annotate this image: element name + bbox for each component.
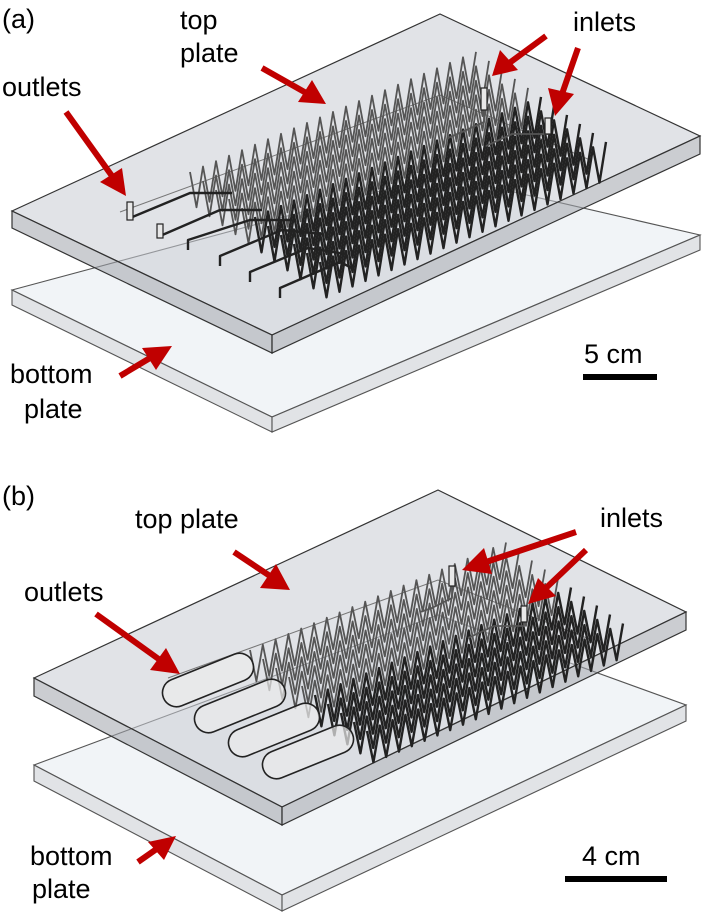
- panel-a-outlet-channels: [126, 191, 353, 298]
- panel-b-outlet-reservoir-1: [161, 652, 255, 708]
- panel-a-top-plate-label: top: [180, 5, 218, 35]
- panel-a-arrow-outlets: [63, 110, 115, 178]
- panel-a-serpentine-row: [241, 87, 529, 245]
- panel-a-inlet-pipe-2: [544, 117, 552, 135]
- panel-b-bottom-plate-label-2: plate: [32, 874, 91, 904]
- panel-b-inlet-pipe-1: [448, 565, 456, 587]
- panel-a-inlet-channels: [447, 87, 552, 147]
- panel-a-serpentine-row: [189, 51, 477, 209]
- panel-b-serpentine-row: [262, 551, 520, 692]
- panel-a-bottom-plate-label: bottom: [10, 359, 93, 389]
- panel-a-serpentine-row: [215, 69, 503, 227]
- panel-b-arrow-inlet-2: [543, 547, 589, 591]
- panel-b: (b) top plate inlets outlets bottom plat…: [2, 481, 688, 912]
- panel-b-serpentine-row: [301, 578, 559, 719]
- panel-a-arrows: [63, 33, 581, 379]
- panel-a-panel-label: (a): [2, 4, 35, 34]
- panel-b-outlet-reservoir-3: [227, 702, 321, 758]
- panel-a-serpentine-channels: [189, 51, 608, 299]
- panel-a-bottom-plate-label-2: plate: [24, 394, 83, 424]
- panel-b-outlets-label: outlets: [24, 577, 104, 607]
- panel-b-panel-label: (b): [2, 481, 35, 511]
- panel-a: (a) top plate inlets outlets bottom plat…: [2, 4, 702, 433]
- panel-a-arrow-bottom-plate: [118, 355, 152, 379]
- panel-a-serpentine-row: [318, 141, 608, 299]
- panel-a-inlet-pipe-1: [480, 87, 488, 111]
- panel-a-top-plate-label-2: plate: [180, 38, 239, 68]
- panel-a-inlets-label: inlets: [573, 7, 636, 37]
- panel-a-serpentine-row: [228, 78, 516, 236]
- panel-b-serpentine-row: [339, 605, 599, 746]
- panel-a-serpentine-row: [202, 60, 490, 218]
- panel-b-serpentine-row: [249, 542, 507, 683]
- panel-b-serpentine-row: [326, 596, 586, 737]
- panel-b-outlet-reservoir-4: [261, 724, 355, 780]
- panel-a-outlet-pipe-2: [156, 223, 164, 239]
- panel-b-top-plate-label: top plate: [135, 504, 239, 534]
- panel-a-scale-label: 5 cm: [584, 339, 643, 369]
- panel-a-serpentine-row: [266, 105, 556, 263]
- panel-a-serpentine-row: [305, 132, 595, 290]
- panel-b-serpentine-row: [275, 560, 533, 701]
- panel-b-scale-label: 4 cm: [582, 841, 641, 871]
- panel-b-arrow-bottom-plate: [136, 845, 160, 865]
- panel-b-serpentine-channels: [249, 542, 625, 764]
- panel-b-arrow-outlets: [94, 611, 162, 663]
- panel-b-serpentine-row: [313, 587, 573, 728]
- panel-b-arrow-top-plate: [232, 549, 272, 579]
- panel-b-serpentine-row: [365, 623, 625, 764]
- panel-b-outlet-reservoirs: [161, 652, 355, 780]
- panel-b-serpentine-row: [352, 614, 612, 755]
- panel-b-serpentine-row: [288, 569, 546, 710]
- panel-b-arrow-inlet-1: [485, 529, 577, 565]
- panel-a-outlet-pipe-1: [126, 201, 134, 221]
- panel-b-outlet-reservoir-2: [193, 678, 287, 734]
- panel-a-arrow-inlet-2: [559, 47, 581, 95]
- panel-a-serpentine-row: [292, 123, 582, 281]
- panel-a-outlets-label: outlets: [2, 72, 82, 102]
- panel-b-inlet-pipe-2: [520, 605, 528, 623]
- panel-b-bottom-plate-label: bottom: [30, 841, 113, 871]
- panel-b-inlet-channels: [419, 565, 528, 639]
- panel-a-arrow-top-plate: [260, 65, 310, 97]
- panel-b-inlets-label: inlets: [600, 503, 663, 533]
- panel-a-arrow-inlet-1: [506, 33, 548, 67]
- panel-a-serpentine-row: [279, 114, 569, 272]
- panel-b-arrows: [94, 529, 589, 865]
